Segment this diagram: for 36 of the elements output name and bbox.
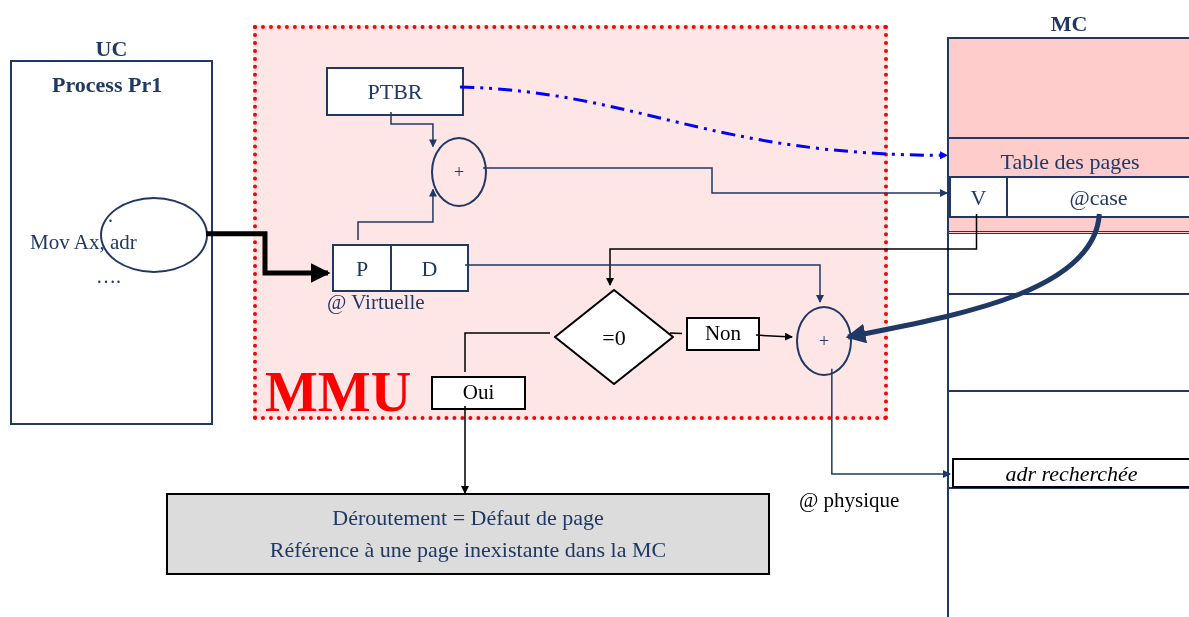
heading: MC — [1049, 10, 1089, 38]
connector-arrow — [390, 111, 437, 148]
offset-field: D — [392, 244, 469, 292]
connector-arrow — [482, 167, 948, 197]
register-box: PTBR — [326, 67, 464, 116]
subheading: Process Pr1 — [52, 71, 163, 99]
target-address-cell: adr recherchée — [952, 458, 1189, 488]
page-field: P — [332, 244, 392, 292]
connector-arrow — [459, 85, 948, 160]
adder-circle: + — [431, 137, 487, 207]
decision-diamond: =0 — [554, 289, 674, 385]
valid-bit-cell: V — [949, 176, 1008, 218]
connector-arrow — [461, 405, 469, 494]
heading: MMU — [265, 364, 412, 420]
adder-circle: + — [796, 306, 852, 376]
heading: UC — [94, 35, 129, 63]
band-title: Table des pages — [1000, 148, 1140, 176]
code-text: …. — [96, 266, 121, 286]
page-table-band — [949, 137, 1189, 234]
connector-arrow — [357, 188, 437, 241]
address-label: @ physique — [799, 490, 900, 511]
connector-arrow — [464, 264, 824, 303]
trap-box — [166, 493, 770, 575]
address-label: @ Virtuelle — [327, 292, 425, 313]
connector-arrow — [755, 332, 793, 341]
branch-label-box: Non — [686, 317, 760, 351]
code-text: . — [108, 205, 113, 225]
mmu-region — [253, 25, 888, 420]
message-text: Référence à une page inexistante dans la MC — [269, 536, 667, 564]
branch-label-box: Oui — [431, 376, 526, 410]
message-text: Déroutement = Défaut de page — [332, 504, 604, 532]
frame-address-cell: @case — [1008, 176, 1189, 218]
connector-arrow — [606, 213, 978, 286]
connector-arrow — [206, 231, 331, 284]
connector-arrow — [845, 213, 1102, 344]
connector-arrow — [831, 367, 951, 478]
